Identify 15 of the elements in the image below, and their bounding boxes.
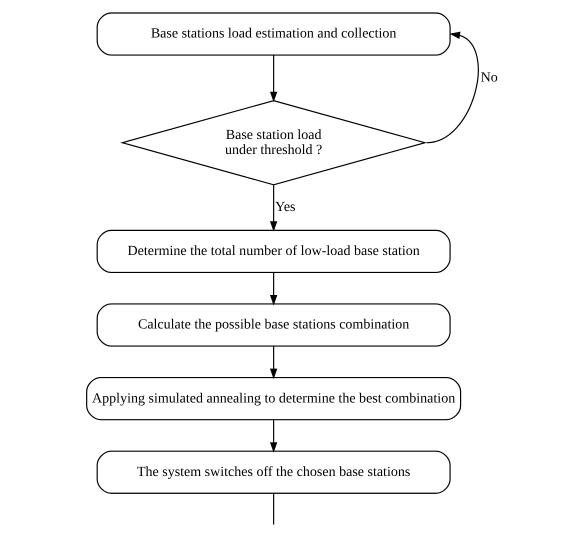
connector	[272, 493, 274, 525]
arrow	[426, 32, 478, 144]
node-box: Determine the total number of low-load base station	[96, 230, 450, 273]
edge-label: Yes	[274, 200, 296, 216]
edge-label: No	[480, 70, 498, 86]
node-box: Applying simulated annealing to determine the best combination	[86, 377, 461, 420]
arrow	[269, 272, 277, 306]
node-box: The system switches off the chosen base stations	[96, 450, 450, 494]
arrow	[269, 185, 277, 232]
arrow	[269, 55, 277, 102]
node-diamond: Base station load under threshold ?	[120, 100, 427, 186]
arrow	[269, 420, 277, 453]
node-box: Base stations load estimation and collection	[96, 12, 450, 56]
arrow	[269, 346, 277, 380]
node-box: Calculate the possible base stations combination	[96, 303, 450, 347]
